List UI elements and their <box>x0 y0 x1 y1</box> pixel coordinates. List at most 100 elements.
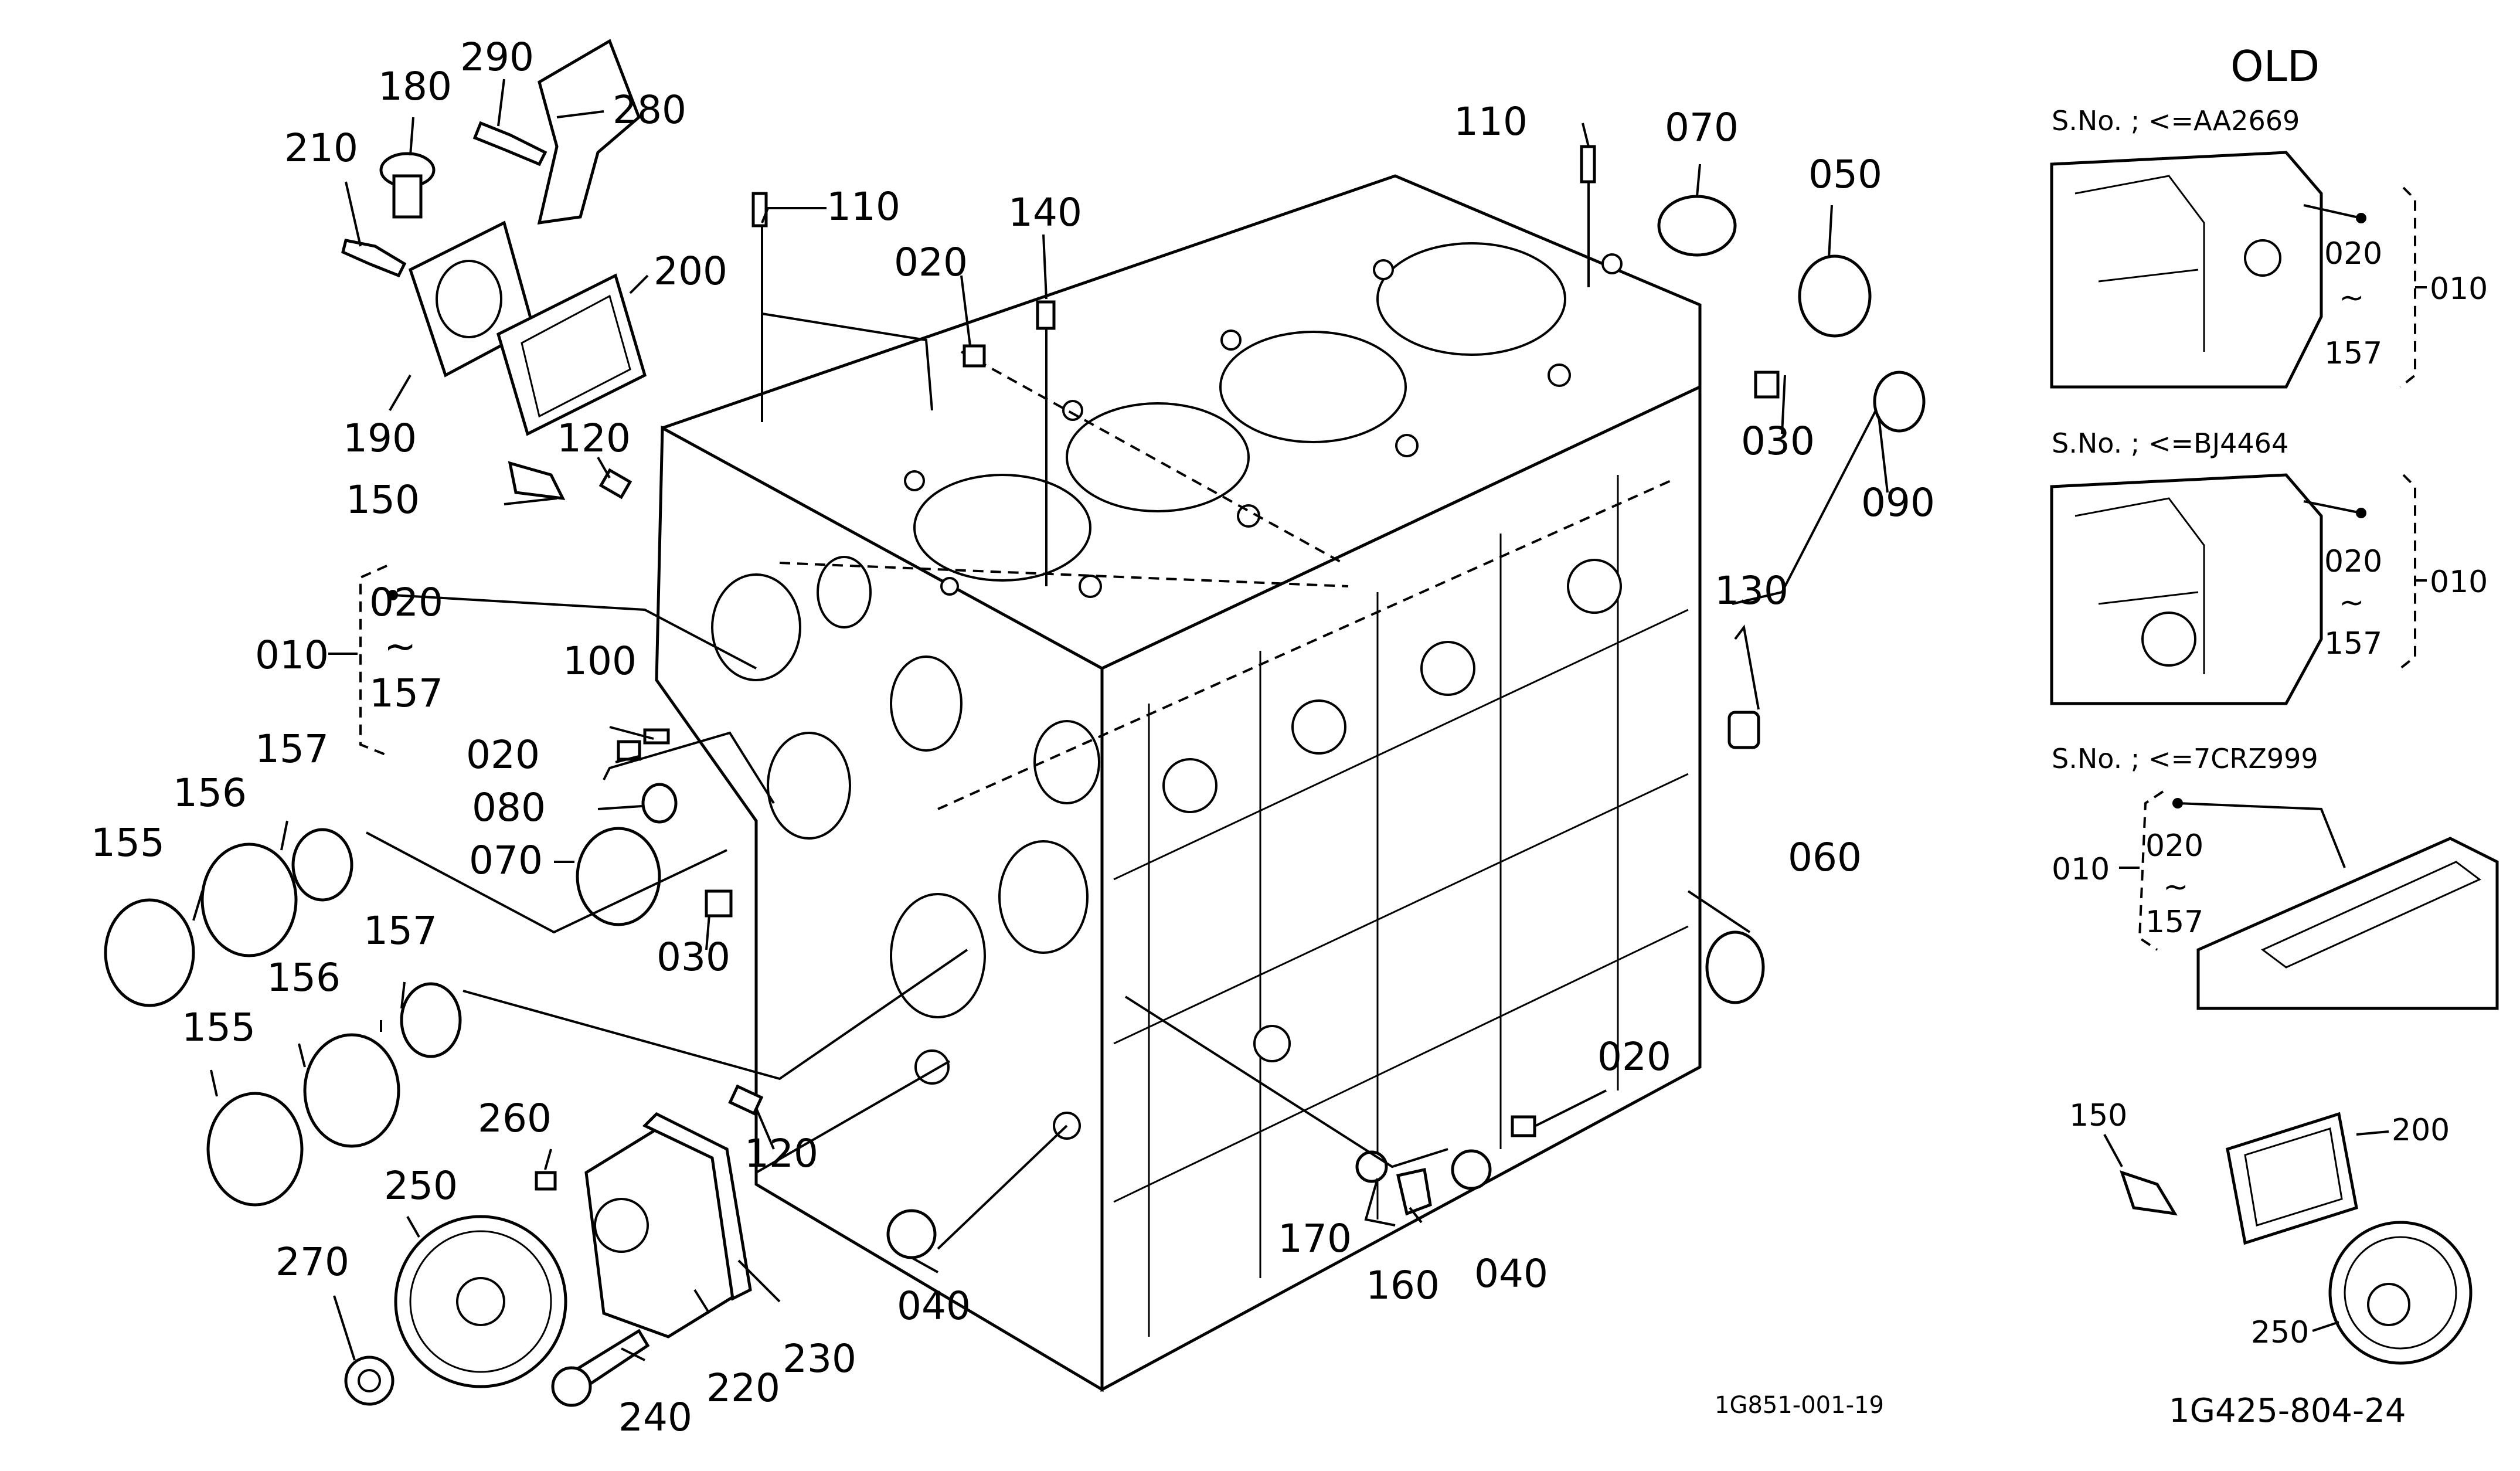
part-140-pin <box>1036 300 1056 330</box>
part-020-plug-a <box>963 344 986 368</box>
label-040-right: 040 <box>1474 1251 1548 1296</box>
label-150: 150 <box>346 477 420 522</box>
label-020-right: 020 <box>1597 1034 1671 1079</box>
old1-label-010: 010 <box>2430 271 2488 307</box>
old-block-2 <box>2050 473 2323 705</box>
label-180: 180 <box>378 64 452 109</box>
old3-label-157: 157 <box>2145 905 2203 940</box>
part-210-bolt <box>341 239 407 278</box>
old3-label-010: 010 <box>2052 852 2110 887</box>
label-070-top: 070 <box>1665 105 1739 150</box>
label-160: 160 <box>1366 1263 1440 1308</box>
label-270: 270 <box>276 1239 349 1285</box>
part-020-plug-c <box>1511 1115 1536 1137</box>
label-060: 060 <box>1788 835 1862 880</box>
part-150-plug <box>508 461 566 501</box>
part-080-ring <box>641 783 678 824</box>
part-030-plug-a <box>1754 371 1780 399</box>
old-serial-1: S.No. ; <=AA2669 <box>2052 105 2300 137</box>
part-060-seal <box>1705 930 1765 1004</box>
part-157-bushing-b <box>400 982 462 1058</box>
part-030-plug-b <box>705 889 733 918</box>
part-280-bracket <box>537 39 641 225</box>
part-170-washer <box>1355 1150 1388 1183</box>
part-120-pin-a <box>598 468 632 500</box>
part-120-pin-b <box>728 1084 764 1116</box>
part-110-pin-b <box>1580 145 1596 184</box>
old-label-250: 250 <box>2251 1315 2309 1350</box>
label-tilde-group: ~ <box>384 624 416 669</box>
label-110-left: 110 <box>827 184 900 229</box>
old1-label-tilde: ~ <box>2339 280 2365 315</box>
label-157-group: 157 <box>369 671 443 716</box>
label-130: 130 <box>1715 568 1788 613</box>
part-260-key <box>535 1171 557 1191</box>
old2-label-157: 157 <box>2324 626 2382 661</box>
old-serial-3: S.No. ; <=7CRZ999 <box>2052 743 2318 774</box>
old3-label-tilde: ~ <box>2163 869 2189 905</box>
leader-lines <box>192 79 1889 1361</box>
label-220: 220 <box>706 1365 780 1411</box>
part-070-seal-b <box>1657 195 1737 257</box>
group-bracket-010 <box>328 565 398 757</box>
old2-label-010: 010 <box>2430 565 2488 600</box>
label-070-left: 070 <box>469 838 543 883</box>
part-290-bolt <box>472 121 547 167</box>
label-210: 210 <box>284 125 358 171</box>
part-130-dowel <box>1727 711 1760 749</box>
main-labels: 280 290 180 210 200 190 120 150 110 020 … <box>91 35 1935 1440</box>
label-156-a: 156 <box>173 770 247 816</box>
old-title: OLD <box>2230 42 2320 91</box>
part-156-bearing-a <box>200 842 298 957</box>
label-040-left: 040 <box>897 1283 971 1329</box>
label-090: 090 <box>1861 480 1935 525</box>
label-110-right: 110 <box>1454 99 1528 144</box>
label-260: 260 <box>478 1096 552 1141</box>
parts <box>104 39 1926 1407</box>
label-080: 080 <box>472 785 546 830</box>
part-090-seal <box>1873 371 1926 433</box>
label-140: 140 <box>1008 190 1082 235</box>
part-070-seal-a <box>576 827 661 926</box>
label-155-a: 155 <box>91 820 165 865</box>
label-200: 200 <box>654 249 727 294</box>
part-050-cap <box>1798 254 1872 338</box>
cylinder-block <box>655 174 1702 1392</box>
label-280: 280 <box>613 87 686 133</box>
old3-label-020: 020 <box>2145 828 2203 864</box>
label-170: 170 <box>1278 1216 1352 1261</box>
old-part-200 <box>2226 1112 2358 1245</box>
old-label-150: 150 <box>2069 1098 2127 1133</box>
label-020-top: 020 <box>894 240 968 285</box>
label-030-right: 030 <box>1741 419 1815 464</box>
part-110-pin-a <box>751 192 768 227</box>
label-290: 290 <box>460 35 534 80</box>
old-serial-2: S.No. ; <=BJ4464 <box>2052 427 2288 459</box>
label-190: 190 <box>343 416 417 461</box>
old2-label-020: 020 <box>2324 544 2382 579</box>
label-100: 100 <box>563 638 637 684</box>
part-040-plug-b <box>1451 1149 1492 1190</box>
label-020-left: 020 <box>466 732 540 777</box>
old-block-3 <box>2196 837 2499 1010</box>
label-230: 230 <box>783 1336 856 1381</box>
label-030-left: 030 <box>657 935 730 980</box>
drawing-code-old: 1G425-804-24 <box>2169 1392 2406 1430</box>
old-part-150 <box>2120 1170 2178 1216</box>
label-240: 240 <box>618 1395 692 1440</box>
old1-label-020: 020 <box>2324 236 2382 271</box>
old-panel: OLD S.No. ; <=AA2669 020 ~ 157 010 S.No.… <box>2050 42 2499 1430</box>
label-157-a: 157 <box>255 726 329 772</box>
label-050: 050 <box>1808 152 1882 197</box>
old-block-1 <box>2050 151 2323 389</box>
part-155-bearing-a <box>104 898 195 1007</box>
part-230-pump-gasket <box>642 1112 752 1301</box>
label-157-b: 157 <box>363 908 437 953</box>
part-157-bushing-a <box>291 828 353 902</box>
label-010: 010 <box>255 633 329 678</box>
label-250: 250 <box>384 1163 458 1208</box>
part-160-bolt <box>1396 1167 1432 1216</box>
drawing-code-main: 1G851-001-19 <box>1715 1392 1884 1419</box>
